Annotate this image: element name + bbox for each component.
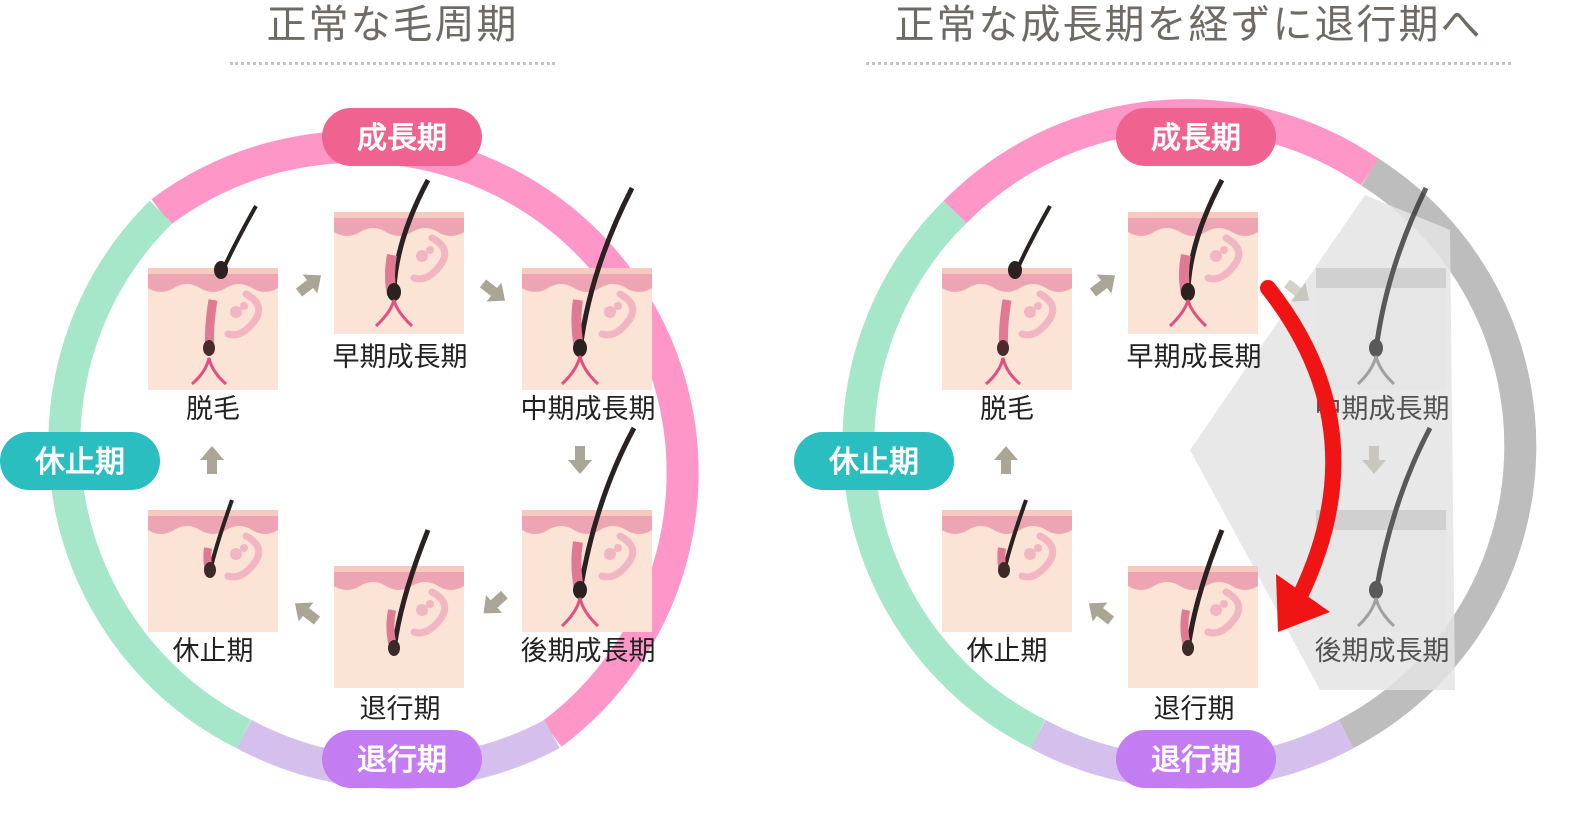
left-stage-regression: 退行期 bbox=[334, 530, 464, 725]
svg-text:退行期: 退行期 bbox=[357, 743, 447, 778]
left-rest-phase-pill: 休止期 bbox=[0, 432, 160, 490]
right-stage-early-growth: 早期成長期 bbox=[1127, 180, 1262, 373]
svg-text:脱毛: 脱毛 bbox=[980, 394, 1034, 425]
svg-text:退行期: 退行期 bbox=[360, 694, 441, 725]
left-growth-phase-pill: 成長期 bbox=[322, 108, 482, 166]
svg-text:休止期: 休止期 bbox=[173, 636, 254, 667]
svg-text:脱毛: 脱毛 bbox=[186, 394, 240, 425]
svg-text:休止期: 休止期 bbox=[34, 445, 125, 480]
svg-text:後期成長期: 後期成長期 bbox=[1315, 636, 1450, 667]
left-stage-resting: 休止期 bbox=[148, 500, 278, 667]
left-stage-early-growth: 早期成長期 bbox=[333, 180, 468, 373]
svg-text:退行期: 退行期 bbox=[1154, 694, 1235, 725]
svg-text:早期成長期: 早期成長期 bbox=[333, 342, 468, 373]
left-regression-phase-pill: 退行期 bbox=[322, 730, 482, 788]
svg-text:中期成長期: 中期成長期 bbox=[521, 394, 656, 425]
svg-text:成長期: 成長期 bbox=[357, 121, 447, 156]
svg-text:早期成長期: 早期成長期 bbox=[1127, 342, 1262, 373]
right-stage-regression: 退行期 bbox=[1128, 530, 1258, 725]
svg-text:後期成長期: 後期成長期 bbox=[521, 636, 656, 667]
svg-text:休止期: 休止期 bbox=[967, 636, 1048, 667]
right-stage-shedding: 脱毛 bbox=[942, 206, 1072, 425]
svg-text:休止期: 休止期 bbox=[828, 445, 919, 480]
svg-text:成長期: 成長期 bbox=[1151, 121, 1241, 156]
right-rest-phase-pill: 休止期 bbox=[794, 432, 954, 490]
left-stage-shedding: 脱毛 bbox=[148, 206, 278, 425]
right-stage-resting: 休止期 bbox=[942, 500, 1072, 667]
right-growth-phase-pill: 成長期 bbox=[1116, 108, 1276, 166]
right-regression-phase-pill: 退行期 bbox=[1116, 730, 1276, 788]
svg-text:退行期: 退行期 bbox=[1151, 743, 1241, 778]
